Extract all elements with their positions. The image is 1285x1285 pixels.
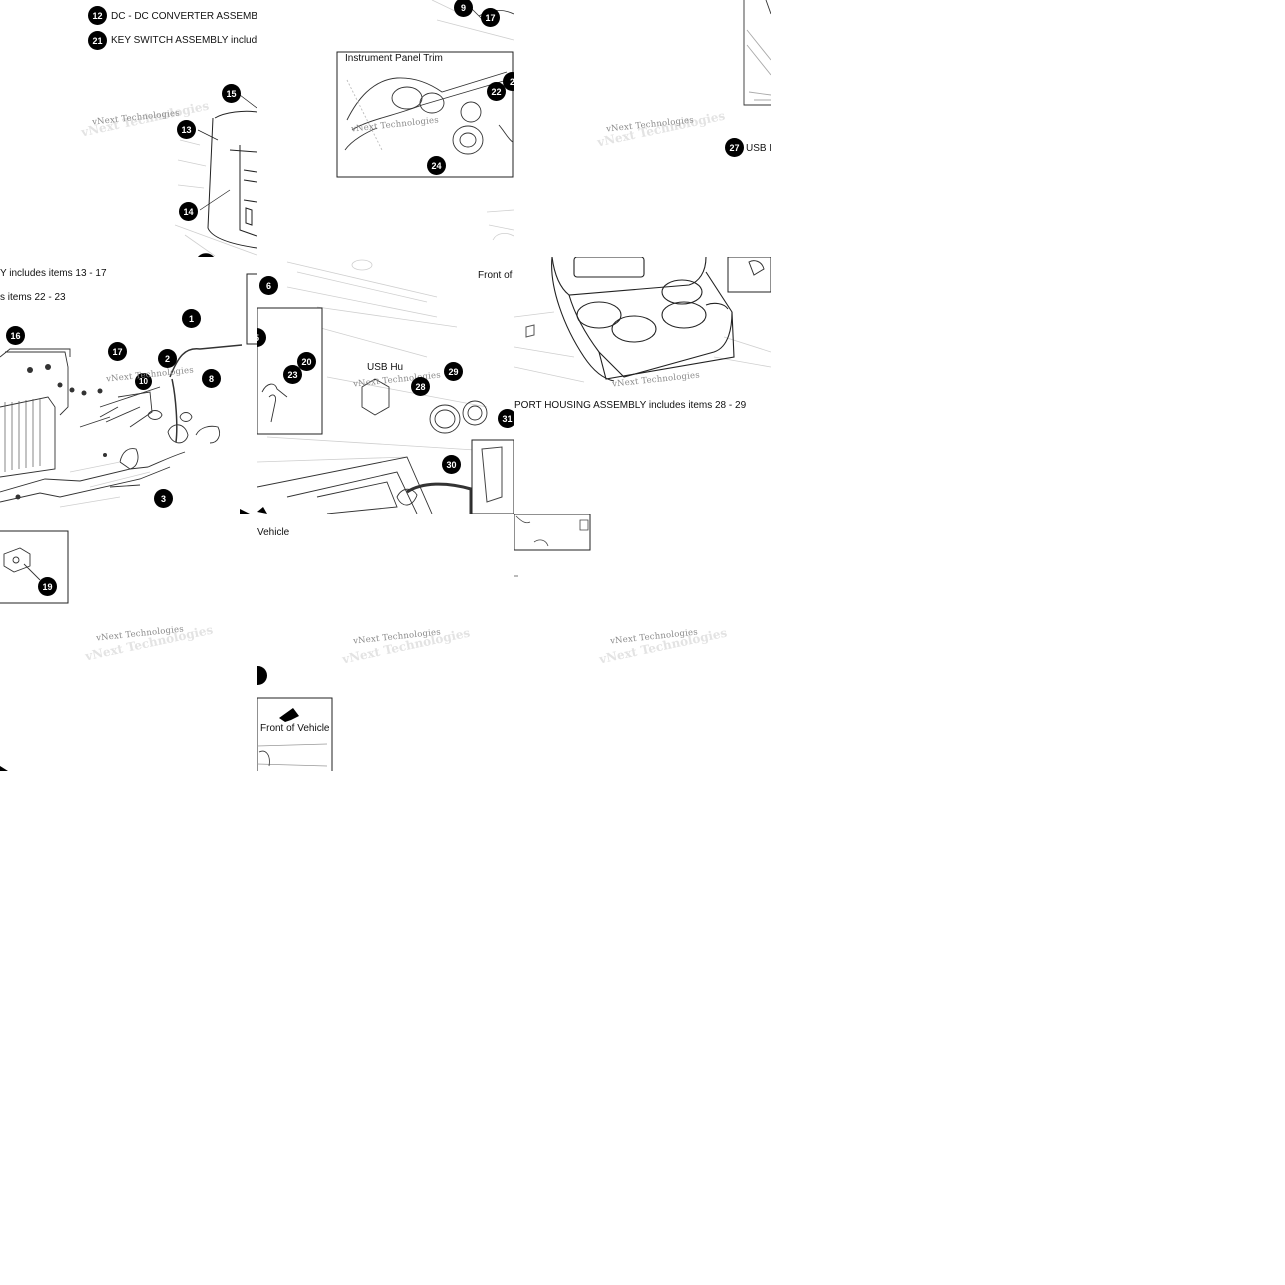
callout-17-top: 17	[481, 8, 500, 27]
callout-24: 24	[427, 156, 446, 175]
callout-25: 2	[503, 72, 514, 91]
label-vehicle: Vehicle	[257, 527, 290, 538]
callout-8: 8	[202, 369, 221, 388]
bottom-left-lines	[0, 530, 69, 771]
callout-27: 27	[725, 138, 744, 157]
callout-21: 21	[88, 31, 107, 50]
label-instrument-panel-trim: Instrument Panel Trim	[345, 53, 443, 64]
callout-10: 10	[135, 373, 152, 390]
tile-usb-port: 27 USB P vNext Technologies vNext Techno…	[514, 0, 771, 257]
tile-bottom-middle: Vehicle Front of Vehicle vNext Technolog…	[257, 514, 514, 771]
tile-legend-converter: 12 DC - DC CONVERTER ASSEMBLY 21 KEY SWI…	[0, 0, 257, 257]
converter-assembly-lines	[0, 273, 257, 514]
callout-14: 14	[179, 202, 198, 221]
callout-19: 19	[38, 577, 57, 596]
callout-15: 15	[222, 84, 241, 103]
cup-holder-lines	[514, 257, 771, 383]
callout-3: 3	[154, 489, 173, 508]
callout-1: 1	[182, 309, 201, 328]
callout-12: 12	[88, 6, 107, 25]
callout-9: 9	[454, 0, 473, 17]
tile-key-switch-usb-hub: 6 5 20 23 USB Hu vNext Technologies 28 2…	[257, 257, 514, 514]
callout-5: 5	[257, 328, 266, 347]
legend-dc-converter: DC - DC CONVERTER ASSEMBLY	[111, 11, 257, 22]
legend-dc-items: Y includes items 13 - 17	[0, 268, 107, 279]
callout-30: 30	[442, 455, 461, 474]
callout-13: 13	[177, 120, 196, 139]
legend-key-switch: KEY SWITCH ASSEMBLY includes	[111, 35, 257, 46]
tile-bottom-left: 19 vNext Technologies vNext Technologies	[0, 514, 257, 771]
tile-instrument-panel: 9 17 Instrument Panel Trim 2 22 24 Front…	[257, 0, 514, 257]
legend-usb-port: USB P	[746, 143, 771, 154]
callout-6: 6	[259, 276, 278, 295]
callout-28: 28	[411, 377, 430, 396]
tile-cup-holder: vNext Technologies PORT HOUSING ASSEMBLY…	[514, 257, 771, 514]
converter-lines	[174, 94, 257, 257]
label-front-of-vehicle-top: Front of	[478, 270, 513, 281]
tile-converter-assembly: Y includes items 13 - 17 s items 22 - 23…	[0, 257, 257, 514]
callout-16: 16	[6, 326, 25, 345]
callout-20: 20	[297, 352, 316, 371]
callout-31: 31	[498, 409, 514, 428]
callout-2: 2	[158, 349, 177, 368]
legend-key-items: s items 22 - 23	[0, 292, 66, 303]
bottom-middle-lines	[257, 697, 333, 771]
callout-29: 29	[444, 362, 463, 381]
label-usb-hub: USB Hu	[367, 362, 404, 373]
callout-23: 23	[283, 365, 302, 384]
callout-7	[257, 666, 267, 685]
callout-22-top: 22	[487, 82, 506, 101]
callout-17: 17	[108, 342, 127, 361]
label-front-of-vehicle: Front of Vehicle	[260, 723, 330, 734]
legend-usb-housing: PORT HOUSING ASSEMBLY includes items 28 …	[514, 400, 747, 411]
usb-port-lines	[743, 0, 771, 106]
tile-bottom-right: vNext Technologies vNext Technologies	[514, 514, 771, 771]
bottom-right-lines	[514, 514, 591, 577]
